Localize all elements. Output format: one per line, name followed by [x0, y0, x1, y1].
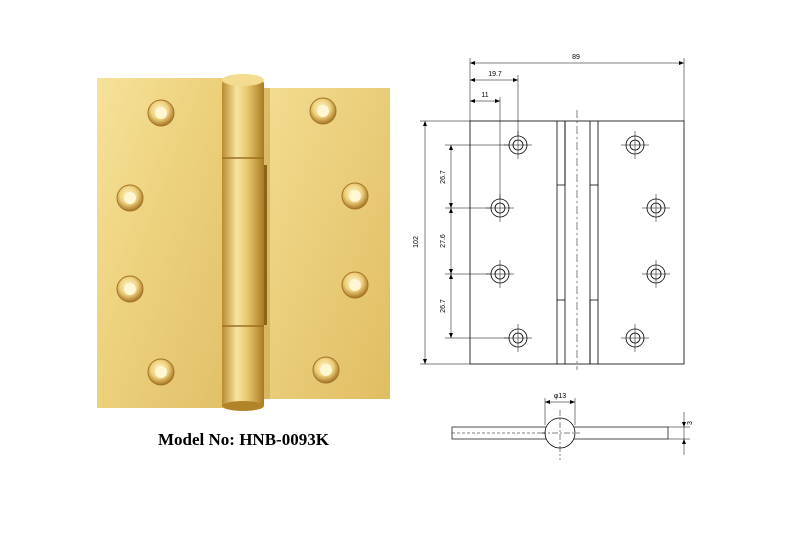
dim-spacing-1: 26.7 [440, 170, 447, 184]
drawing-holes-left [490, 135, 528, 348]
dim-knuckle-diameter: φ13 [554, 393, 566, 400]
dim-spacing-2: 27.6 [440, 234, 447, 248]
dim-height: 102 [413, 236, 420, 248]
dim-hole-offset-outer: 19.7 [488, 71, 502, 78]
screw-holes [116, 97, 369, 386]
drawing-holes-right [625, 135, 666, 348]
left-leaf [97, 78, 223, 408]
side-view [451, 398, 690, 460]
dim-hole-offset-inner: 11 [481, 92, 488, 99]
dim-overall-width: 89 [572, 54, 580, 61]
right-leaf [264, 88, 390, 399]
dim-leaf-thickness: 3 [687, 421, 694, 425]
dim-spacing-3: 26.7 [440, 299, 447, 313]
model-caption: Model No: HNB-0093K [158, 430, 329, 449]
